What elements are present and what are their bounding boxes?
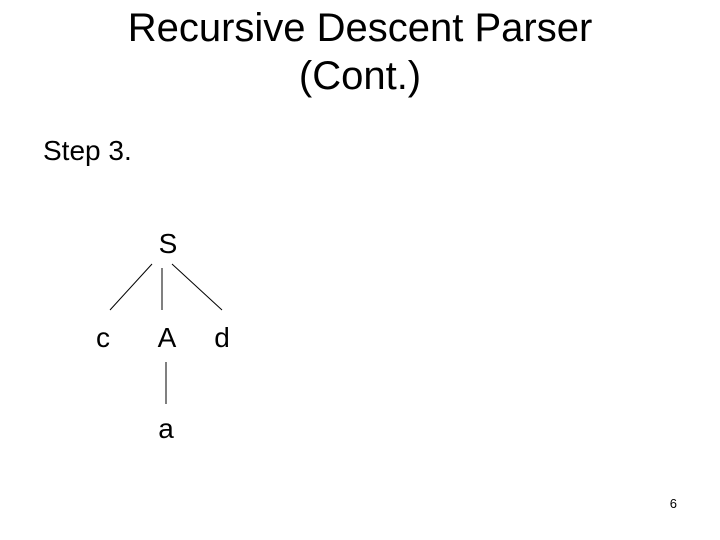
slide-title-line-2: (Cont.): [298, 54, 422, 98]
edge-s-to-d: [171, 263, 223, 311]
node-c: c: [96, 322, 110, 353]
step-label: Step 3.: [43, 135, 132, 166]
slide-title-line-1: Recursive Descent Parser: [127, 6, 593, 50]
page-number: 6: [669, 496, 677, 511]
node-a-lower: a: [158, 413, 174, 444]
node-s: S: [159, 228, 178, 259]
node-a-upper: A: [158, 322, 177, 353]
slide-title: Recursive Descent Parser (Cont.): [0, 4, 720, 100]
node-d: d: [214, 322, 230, 353]
edge-s-to-c: [109, 263, 153, 311]
